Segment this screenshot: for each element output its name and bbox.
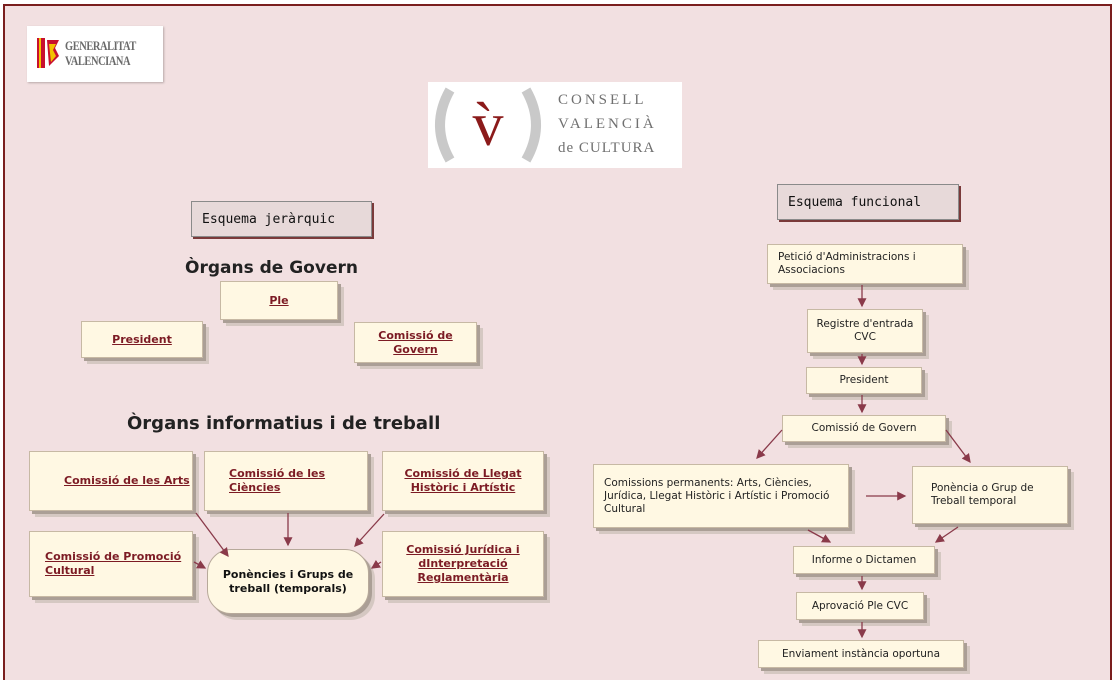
generalitat-logo-line2: VALENCIANA (65, 53, 131, 68)
enviament-node: Enviament instància oportuna (758, 640, 964, 668)
comissio-govern-node: Comissió de Govern (782, 415, 946, 442)
arrow-promocio-ponencies (193, 560, 207, 569)
comissio-ciencies-link[interactable]: Comissió de les Ciències (204, 451, 368, 511)
arrow-arts-ponencies (195, 512, 229, 558)
comissions-permanents-node: Comissions permanents: Arts, Ciències, J… (593, 464, 849, 528)
govern-organs-heading: Òrgans de Govern (185, 258, 358, 278)
president-node: President (806, 367, 922, 394)
functional-scheme-label: Esquema funcional (777, 184, 959, 220)
informatius-organs-heading: Òrgans informatius i de treball (127, 413, 441, 434)
president-link[interactable]: President (81, 321, 203, 358)
informe-node: Informe o Dictamen (793, 546, 935, 574)
arrow-govern-permanents (756, 429, 783, 459)
generalitat-emblem-icon (37, 38, 59, 68)
arrow-llegat-ponencies (354, 513, 385, 547)
consell-logo-line3: de CULTURA (558, 140, 656, 156)
arrow-govern-ponencia (945, 429, 971, 464)
ponencies-grups-box: Ponències i Grups de treball (temporals) (207, 549, 369, 614)
comissio-promocio-link[interactable]: Comissió de Promoció Cultural (29, 531, 193, 597)
consell-emblem-icon (435, 87, 541, 163)
peticio-node: Petició d'Administracions i Associacions (767, 244, 963, 284)
aprovacio-node: Aprovació Ple CVC (796, 592, 924, 620)
ple-link[interactable]: Ple (220, 281, 338, 320)
consell-logo-mark: v̀ (472, 91, 504, 159)
arrow-permanents-informe (807, 529, 832, 543)
generalitat-logo: GENERALITAT VALENCIANA (27, 26, 163, 82)
comissio-llegat-link[interactable]: Comissió de Llegat Històric i Artístic (382, 451, 544, 511)
comissio-juridica-link[interactable]: Comissió Jurídica i dInterpretació Regla… (382, 531, 544, 597)
ponencia-node: Ponència o Grup de Treball temporal (912, 466, 1068, 524)
consell-logo: v̀ CONSELL VALENCIÀ de CULTURA (428, 82, 682, 168)
generalitat-logo-line1: GENERALITAT (65, 38, 136, 53)
hierarchical-scheme-label: Esquema jeràrquic (191, 201, 372, 237)
consell-logo-line1: CONSELL (558, 92, 647, 108)
arrow-juridica-ponencies (370, 559, 382, 569)
arrow-ponencia-informe (934, 526, 959, 543)
registre-node: Registre d'entrada CVC (807, 309, 923, 353)
comissio-arts-link[interactable]: Comissió de les Arts (29, 451, 193, 511)
comissio-govern-link[interactable]: Comissió de Govern (354, 322, 477, 363)
consell-logo-line2: VALENCIÀ (558, 116, 657, 132)
